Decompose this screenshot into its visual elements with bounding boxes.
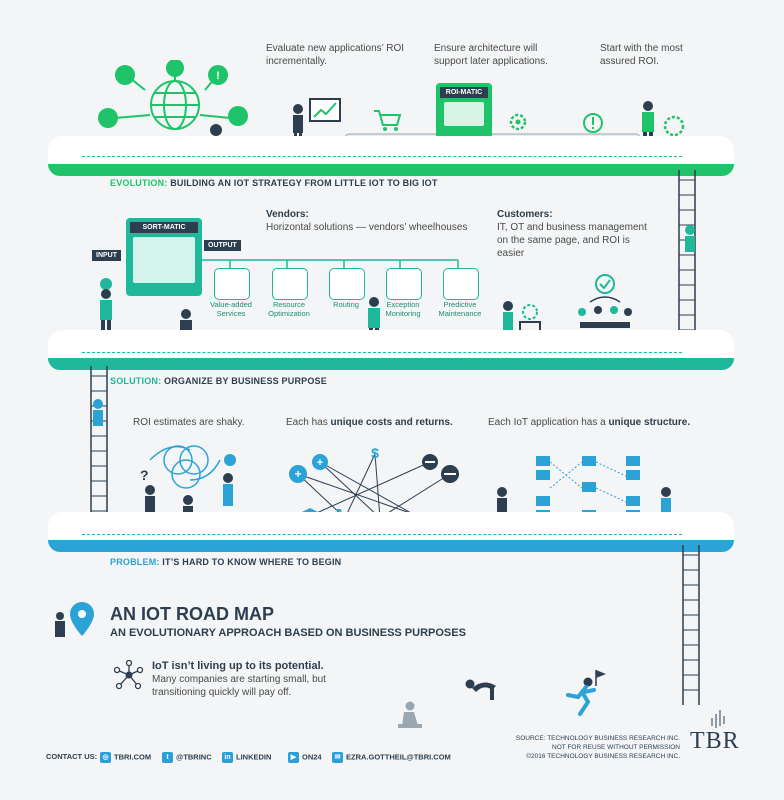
problem-caption-3-bold: unique structure. [608,417,691,428]
solution-banner-text: ORGANIZE BY BUSINESS PURPOSE [161,376,327,386]
problem-platform [48,512,734,552]
roi-matic-label: ROI-MATIC [440,87,488,98]
solution-banner-highlight: SOLUTION: [110,376,162,386]
contact-email-text: EZRA.GOTTHEIL@TBRI.COM [346,752,451,762]
meeting-table-illustration [578,274,632,328]
evolution-path [82,156,682,157]
intro-bold: IoT isn’t living up to its potential. [152,660,324,672]
evolution-banner: EVOLUTION: BUILDING AN IOT STRATEGY FROM… [110,178,438,188]
page-subtitle: AN EVOLUTIONARY APPROACH BASED ON BUSINE… [110,627,466,639]
plus-icon [312,454,328,470]
problem-banner: PROBLEM: IT’S HARD TO KNOW WHERE TO BEGI… [110,557,341,567]
ladder-right-bottom [682,545,700,705]
contact-on24[interactable]: ▶ON24 [288,752,322,763]
evolution-caption-1: Evaluate new applications’ ROI increment… [266,43,405,67]
output-server-icon [272,268,308,300]
tbr-logo-text: TBR [690,728,740,754]
svg-text:?: ? [140,467,149,483]
gear-icon [115,65,135,85]
problem-caption-2-bold: unique costs and returns. [330,417,453,428]
output-gear-icon [443,268,479,300]
contact-label: CONTACT US: [46,752,98,761]
vendors-block: Vendors: Horizontal solutions — vendors’… [266,208,486,234]
contact-website[interactable]: ◎TBRI.COM [100,752,151,763]
svg-text:+: + [317,457,323,469]
problem-caption-2-pre: Each has [286,417,331,428]
globe-icon: ◎ [100,752,111,763]
contact-website-text: TBRI.COM [114,752,152,762]
output-alert-icon [386,268,422,300]
problem-caption-3: Each IoT application has a unique struct… [488,416,690,429]
problem-path [82,534,682,535]
output-label-exception: Exception Monitoring [385,300,421,318]
contact-twitter[interactable]: t@TBRINC [162,752,212,763]
input-person-figure [100,278,112,336]
intro-text: Many companies are starting small, but t… [152,674,326,698]
resting-figure [398,701,422,728]
contact-on24-text: ON24 [302,752,322,762]
solution-path [82,352,682,353]
gear-icon [509,113,527,131]
svg-text:!: ! [216,70,220,82]
source-block: SOURCE: TECHNOLOGY BUSINESS RESEARCH INC… [486,734,680,761]
output-label-routing: Routing [333,300,359,309]
runner-figure [566,670,606,716]
problem-banner-highlight: PROBLEM: [110,557,160,567]
customers-block: Customers: IT, OT and business managemen… [497,208,657,260]
dollar-icon: $ [371,445,379,461]
linkedin-icon: in [222,752,233,763]
problem-caption-2: Each has unique costs and returns. [286,416,453,429]
sort-matic-machine: SORT-MATIC [126,218,202,296]
problem-caption-1: ROI estimates are shaky. [133,417,245,428]
problem-banner-text: IT’S HARD TO KNOW WHERE TO BEGIN [159,557,342,567]
alert-icon [208,65,228,85]
contact-email[interactable]: ✉EZRA.GOTTHEIL@TBRI.COM [332,752,451,763]
map-pin-icon [55,602,94,637]
customers-title: Customers: [497,209,553,220]
intro-block: IoT isn’t living up to its potential. Ma… [152,660,372,699]
twitter-icon: t [162,752,173,763]
output-label-value-added: Value-added Services [210,300,252,318]
roi-matic-machine: ROI-MATIC [436,83,492,139]
tbr-logo [711,710,725,728]
vendors-title: Vendors: [266,209,309,220]
money-icon [98,108,118,128]
solution-banner: SOLUTION: ORGANIZE BY BUSINESS PURPOSE [110,376,327,386]
evolution-caption-2: Ensure architecture will support later a… [434,43,548,67]
output-label-predictive: Predictive Maintenance [438,300,482,318]
sort-matic-label: SORT-MATIC [130,222,198,233]
source-line-2: NOT FOR REUSE WITHOUT PERMISSION [552,744,680,751]
network-icon [114,660,144,690]
source-line-1: SOURCE: TECHNOLOGY BUSINESS RESEARCH INC… [515,735,680,742]
plus-icon [289,465,307,483]
input-label: INPUT [92,250,121,261]
output-money-icon [214,268,250,300]
svg-text:+: + [294,467,301,481]
output-label-resource: Resource Optimization [268,300,310,318]
ladder-right-top [678,170,696,340]
alert-icon [583,113,603,133]
cart-icon [374,110,402,131]
stretching-figure [465,679,496,700]
solution-platform [48,330,734,370]
gear-icon [228,106,248,126]
ladder-left-middle [90,366,108,536]
output-routing-icon [329,268,365,300]
vendors-text: Horizontal solutions — vendors’ wheelhou… [266,222,468,233]
evolution-banner-highlight: EVOLUTION: [110,178,168,188]
page-title: AN IOT ROAD MAP [110,604,274,624]
problem-caption-3-pre: Each IoT application has a [488,417,609,428]
on24-icon: ▶ [288,752,299,763]
shuffle-icon [166,60,184,77]
contact-linkedin-text: LINKEDIN [236,752,272,762]
email-icon: ✉ [332,752,343,763]
source-line-3: ©2016 TECHNOLOGY BUSINESS RESEARCH INC. [526,753,680,760]
output-label: OUTPUT [204,240,241,251]
evolution-banner-text: BUILDING AN IOT STRATEGY FROM LITTLE IOT… [167,178,438,188]
customers-text: IT, OT and business management on the sa… [497,222,647,259]
evolution-caption-3: Start with the most assured ROI. [600,43,683,67]
contact-twitter-text: @TBRINC [176,752,212,762]
